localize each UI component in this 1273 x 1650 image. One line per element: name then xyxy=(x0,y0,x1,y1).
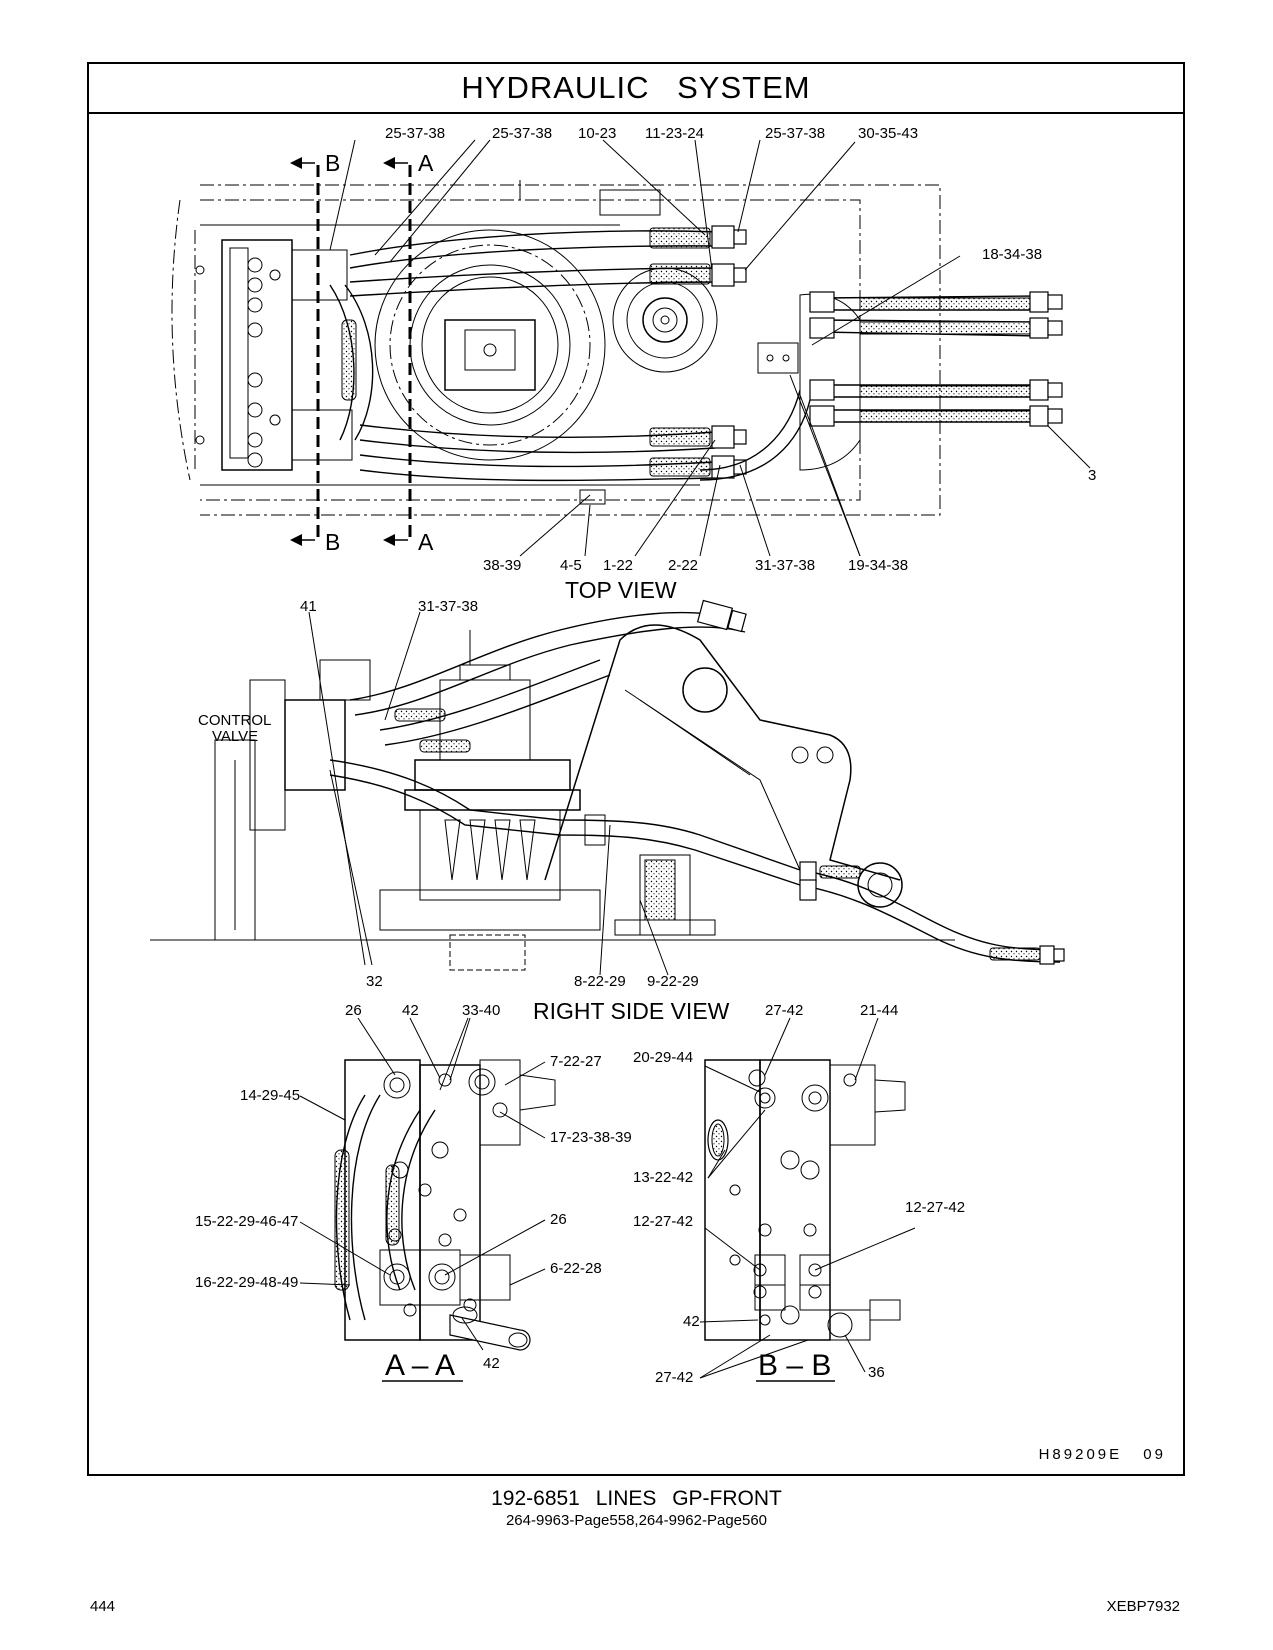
page-number: 444 xyxy=(90,1598,116,1615)
section-a-a-label: A – A xyxy=(385,1349,455,1382)
callout-label: 38-39 xyxy=(483,557,521,574)
side-view-callouts: 41 31-37-38 32 8-22-29 9-22-29 xyxy=(300,598,699,990)
drawing-reference: H89209E 09 xyxy=(1038,1446,1166,1463)
callout-label: 19-34-38 xyxy=(848,557,908,574)
group-title: 192-6851 LINES GP-FRONT xyxy=(491,1487,782,1510)
callout-label: 25-37-38 xyxy=(765,125,825,142)
document-id: XEBP7932 xyxy=(1106,1598,1180,1615)
right-side-view-label: RIGHT SIDE VIEW xyxy=(533,998,730,1024)
callout-label: 9-22-29 xyxy=(647,973,699,990)
section-a-marker-bottom: A xyxy=(383,529,434,555)
svg-text:B: B xyxy=(325,529,340,555)
callout-label: 2-22 xyxy=(668,557,698,574)
page-references: 264-9963-Page558,264-9962-Page560 xyxy=(505,1512,768,1529)
callout-label: 10-23 xyxy=(578,125,616,142)
callout-label: 12-27-42 xyxy=(633,1213,693,1230)
callout-label: 11-23-24 xyxy=(645,125,704,142)
section-a-a: 26 42 33-40 7-22-27 14-29-45 17-23-38-39… xyxy=(195,1002,632,1382)
callout-label: 21-44 xyxy=(860,1002,898,1019)
callout-label: 1-22 xyxy=(603,557,633,574)
svg-text:B: B xyxy=(325,150,340,176)
top-view: B A B A xyxy=(171,125,1096,603)
callout-label: 25-37-38 xyxy=(492,125,552,142)
svg-text:VALVE: VALVE xyxy=(212,728,258,745)
callout-label: 36 xyxy=(868,1364,885,1381)
callout-label: 3 xyxy=(1088,467,1096,484)
section-b-callouts: 27-42 21-44 20-29-44 13-22-42 12-27-42 1… xyxy=(633,1002,965,1386)
callout-label: 42 xyxy=(402,1002,419,1019)
section-a-callouts: 26 42 33-40 7-22-27 14-29-45 17-23-38-39… xyxy=(195,1002,632,1372)
control-valve-label: CONTROL VALVE xyxy=(198,712,271,745)
callout-label: 12-27-42 xyxy=(905,1199,965,1216)
callout-label: 42 xyxy=(683,1313,700,1330)
svg-text:A: A xyxy=(418,150,434,176)
callout-label: 31-37-38 xyxy=(755,557,815,574)
callout-label: 32 xyxy=(366,973,383,990)
callout-label: 26 xyxy=(550,1211,567,1228)
svg-text:A: A xyxy=(418,529,434,555)
svg-text:CONTROL: CONTROL xyxy=(198,712,271,729)
right-side-view: CONTROL VALVE xyxy=(150,598,1065,1024)
callout-label: 6-22-28 xyxy=(550,1260,602,1277)
callout-label: 25-37-38 xyxy=(385,125,445,142)
callout-label: 17-23-38-39 xyxy=(550,1129,632,1146)
callout-label: 30-35-43 xyxy=(858,125,918,142)
callout-label: 8-22-29 xyxy=(574,973,626,990)
callout-label: 42 xyxy=(483,1355,500,1372)
callout-label: 7-22-27 xyxy=(550,1053,602,1070)
callout-label: 27-42 xyxy=(655,1369,693,1386)
callout-label: 4-5 xyxy=(560,557,582,574)
callout-label: 16-22-29-48-49 xyxy=(195,1274,298,1291)
callout-label: 41 xyxy=(300,598,317,615)
callout-label: 31-37-38 xyxy=(418,598,478,615)
page-title: HYDRAULIC SYSTEM xyxy=(89,64,1183,114)
section-b-b: 27-42 21-44 20-29-44 13-22-42 12-27-42 1… xyxy=(633,1002,965,1386)
callout-label: 14-29-45 xyxy=(240,1087,300,1104)
callout-label: 27-42 xyxy=(765,1002,803,1019)
section-a-marker-top: A xyxy=(383,150,434,176)
section-b-marker-top: B xyxy=(290,150,340,176)
section-b-b-label: B – B xyxy=(758,1349,831,1382)
callout-label: 26 xyxy=(345,1002,362,1019)
callout-label: 18-34-38 xyxy=(982,246,1042,263)
section-b-marker-bottom: B xyxy=(290,529,340,555)
callout-label: 13-22-42 xyxy=(633,1169,693,1186)
top-view-label: TOP VIEW xyxy=(565,577,677,603)
callout-label: 15-22-29-46-47 xyxy=(195,1213,298,1230)
top-view-callouts: 25-37-38 25-37-38 10-23 11-23-24 25-37-3… xyxy=(385,125,1096,574)
callout-label: 20-29-44 xyxy=(633,1049,693,1066)
callout-label: 33-40 xyxy=(462,1002,500,1019)
drawing-frame: HYDRAULIC SYSTEM xyxy=(87,62,1185,1476)
